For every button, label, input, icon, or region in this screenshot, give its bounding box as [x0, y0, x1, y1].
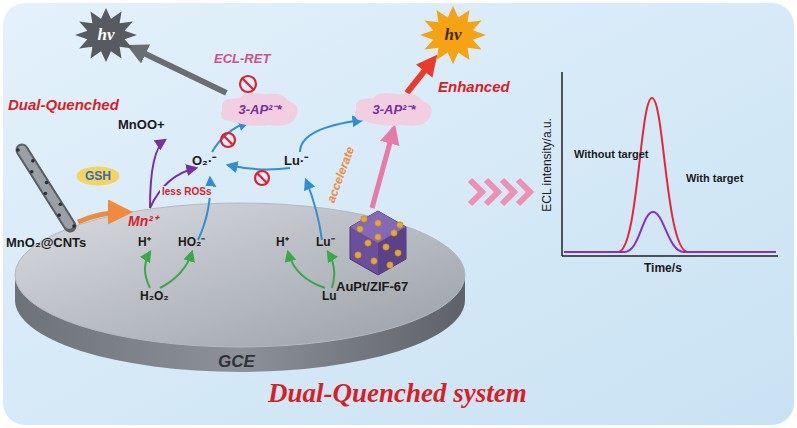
- emission-star: hv: [75, 8, 137, 62]
- enhance-arrow: [407, 60, 433, 93]
- species-label: Lu: [322, 290, 337, 304]
- species-label: Lu⁻: [316, 236, 335, 250]
- node-text: hv: [98, 25, 115, 45]
- species-label: H⁺: [276, 236, 289, 250]
- luminophore-cloud: 3-AP²⁻*: [352, 90, 436, 128]
- node-text: 3-AP²⁻*: [372, 100, 415, 118]
- node-text: hv: [445, 25, 462, 45]
- electrode-label: GCE: [218, 352, 255, 372]
- axis-label: Time/s: [644, 262, 682, 276]
- material-label: AuPt/ZIF-67: [336, 280, 408, 295]
- quench-arrow: [132, 48, 226, 93]
- curve-label: With target: [686, 172, 743, 185]
- species-label: HO₂⁻: [178, 236, 205, 250]
- quench-label: Dual-Quenched: [8, 96, 119, 113]
- species-label: O₂·⁻: [192, 154, 216, 169]
- process-label: ECL-RET: [214, 52, 270, 67]
- species-label: H₂O₂: [140, 290, 169, 304]
- species-label: Mn²⁺: [128, 213, 158, 229]
- species-label: H⁺: [138, 236, 151, 250]
- emission-star: hv: [420, 6, 486, 64]
- node-text: 3-AP²⁻*: [238, 100, 281, 118]
- material-label: MnO₂@CNTs: [6, 236, 86, 251]
- reagent-ellipse: GSH: [76, 166, 120, 186]
- enhance-label: Enhanced: [438, 78, 510, 95]
- species-label: Lu·⁻: [284, 154, 308, 169]
- species-label: MnOO+: [118, 118, 165, 133]
- curve-label: Without target: [574, 148, 648, 161]
- axis-label: ECL intensity/a.u.: [541, 118, 555, 212]
- note-label: less ROSs: [160, 186, 213, 198]
- title-text: Dual-Quenched system: [268, 378, 527, 409]
- node-text: GSH: [85, 169, 111, 183]
- luminophore-cloud: 3-AP²⁻*: [218, 90, 302, 128]
